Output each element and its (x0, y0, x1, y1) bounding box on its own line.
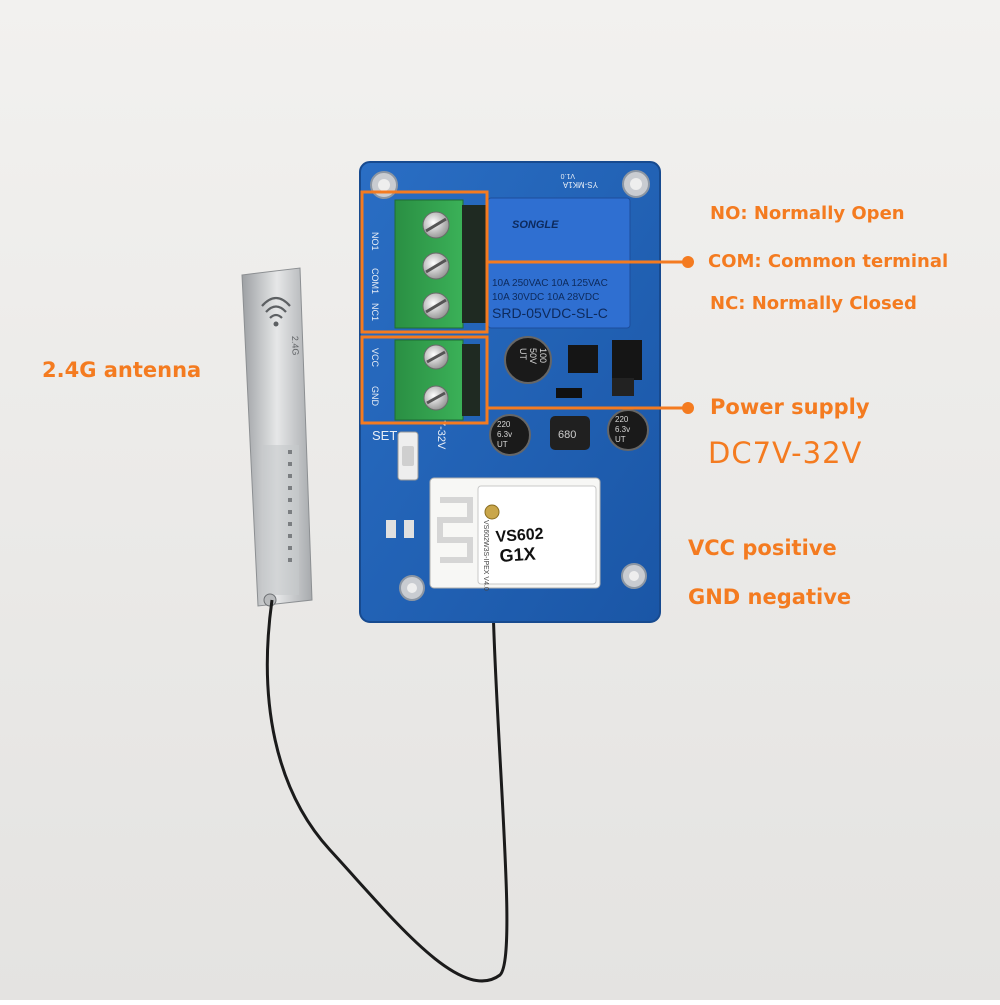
cap-small-value: 220 (497, 420, 511, 429)
label-gnd: GND (370, 386, 380, 407)
callout-vcc: VCC positive (688, 536, 837, 560)
relay-rating-dc: 10A 30VDC 10A 28VDC (492, 292, 599, 303)
callout-antenna: 2.4G antenna (42, 358, 202, 382)
power-terminal-block (394, 339, 480, 421)
capacitor-small: 220 6.3v UT (489, 414, 531, 456)
callout-power: Power supply (710, 395, 870, 419)
relay-rating-ac: 10A 250VAC 10A 125VAC (492, 278, 608, 289)
ic-chip (568, 345, 598, 373)
regulator-chip (612, 340, 642, 380)
cap-mark: UT (518, 348, 528, 360)
inductor: 680 (550, 416, 590, 450)
mounting-hole (621, 563, 647, 589)
capacitor-small: 220 6.3v UT (607, 409, 649, 451)
callout-gnd: GND negative (688, 585, 852, 609)
label-nc1: NC1 (370, 303, 380, 321)
label-vcc: VCC (370, 348, 380, 368)
cap-voltage: 50V (528, 348, 538, 364)
label-com1: COM1 (370, 268, 380, 294)
callout-com: COM: Common terminal (708, 251, 949, 272)
mounting-hole (370, 171, 398, 199)
cap-small-voltage: 6.3v (497, 430, 512, 439)
set-button-cap (402, 446, 414, 466)
ipex-connector (484, 504, 500, 520)
callout-nc: NC: Normally Closed (710, 293, 917, 314)
relay-model: SRD-05VDC-SL-C (492, 305, 608, 321)
relay-board: YS-MK1A V1.0 NO1 COM1 NC1 VCC GND (359, 161, 661, 623)
relay-terminal-block (394, 199, 486, 329)
wifi-icon (261, 296, 291, 319)
module-model: G1X (499, 544, 536, 566)
board-version-silk: V1.0 (560, 172, 575, 179)
callout-no: NO: Normally Open (710, 203, 905, 224)
range-label: 7-32V (435, 420, 447, 450)
antenna-cable (265, 519, 509, 983)
power-terminals-highlight (360, 335, 489, 425)
cap-small-value: 220 (615, 415, 629, 424)
relay-leader-dot (682, 256, 694, 268)
cap-small-mark: UT (497, 440, 508, 449)
cap-small-voltage: 6.3v (615, 425, 630, 434)
wifi-module: VS602 G1X VS602W3S-IPEX V4.0 (429, 477, 601, 591)
cap-small-mark: UT (615, 435, 626, 444)
antenna-mark: 2.4G (290, 336, 301, 356)
pcb-antenna: 2.4G (241, 267, 313, 607)
mounting-hole (622, 170, 650, 198)
set-label: SET (372, 428, 397, 443)
electrolytic-capacitor: 100 50V UT (504, 336, 552, 384)
cap-value: 100 (538, 348, 548, 363)
label-no1: NO1 (370, 232, 380, 251)
module-name: VS602 (495, 526, 544, 546)
regulator-tab (612, 378, 634, 396)
smd-resistor (404, 520, 414, 538)
mounting-hole (399, 575, 425, 601)
inductor-value: 680 (558, 429, 576, 441)
power-leader-dot (682, 402, 694, 414)
diode (556, 388, 582, 398)
relay-brand: SONGLE (512, 219, 559, 231)
board-model-silk: YS-MK1A (562, 180, 598, 189)
callout-voltage: DC7V-32V (708, 436, 863, 470)
module-side-mark: VS602W3S-IPEX V4.0 (482, 520, 489, 591)
smd-led (386, 520, 396, 538)
